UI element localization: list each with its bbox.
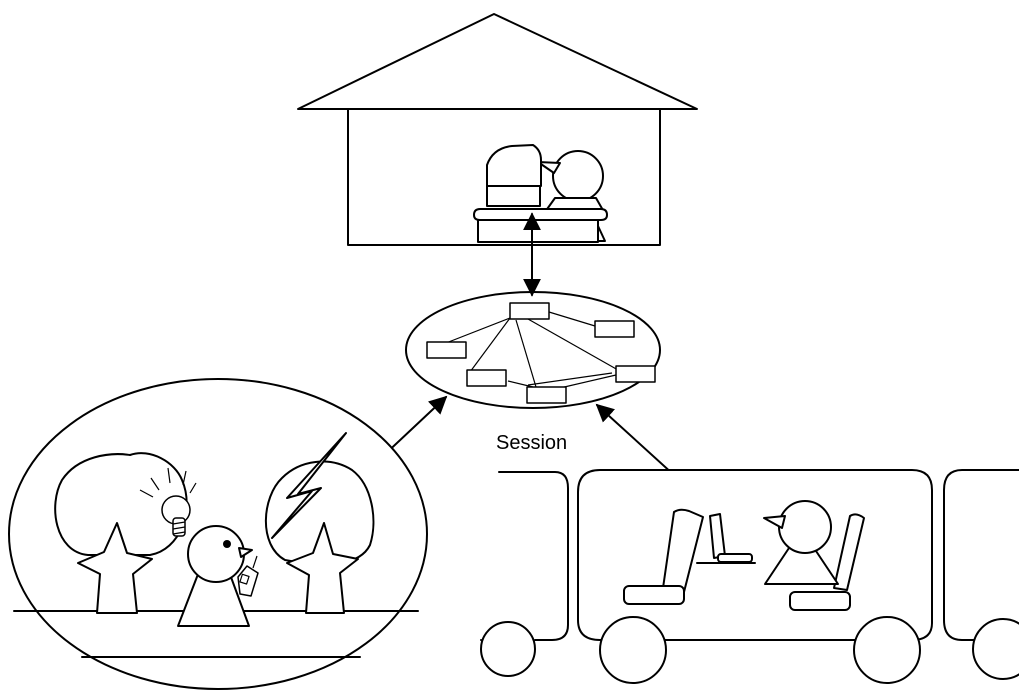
computer-base	[486, 185, 541, 207]
lightbulb-icon	[139, 467, 197, 537]
seat-left	[623, 508, 756, 605]
vehicle-wheel	[972, 618, 1019, 680]
desk-body	[477, 219, 599, 243]
outdoor-scene	[8, 378, 428, 690]
vehicle-next-car	[943, 469, 1019, 641]
computer-monitor	[486, 144, 542, 187]
network-node	[594, 320, 635, 338]
network-node	[466, 369, 507, 387]
network-links	[445, 311, 619, 389]
house-roof	[297, 13, 698, 110]
mobile-user-head	[187, 525, 245, 583]
car-passenger	[763, 500, 839, 585]
vehicle	[480, 469, 1019, 684]
session-label: Session	[496, 432, 567, 454]
house	[297, 13, 698, 246]
mobile-user	[177, 525, 259, 627]
desk-user	[473, 144, 608, 243]
network-node	[426, 341, 467, 359]
network-cloud	[405, 291, 661, 409]
user-head-home	[552, 150, 604, 202]
tree-right	[264, 460, 375, 614]
vehicle-wheel	[480, 621, 536, 677]
network-node	[615, 365, 656, 383]
vehicle-body	[577, 469, 933, 641]
seat-right	[789, 513, 865, 611]
desk-top	[473, 208, 608, 221]
vehicle-wheel	[853, 616, 921, 684]
vehicle-front-cab	[498, 471, 569, 641]
passenger-head	[778, 500, 832, 554]
user-beak-home	[537, 161, 561, 174]
network-node	[526, 386, 567, 404]
tree-left	[54, 452, 188, 614]
lightning-icon	[271, 432, 347, 539]
network-node	[509, 302, 550, 320]
vehicle-wheel	[599, 616, 667, 684]
